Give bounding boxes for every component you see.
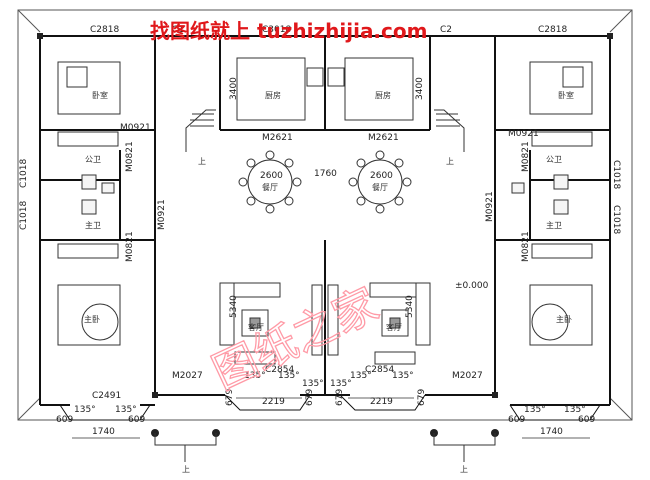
outer-frame	[17, 9, 633, 421]
kitchen-fixtures	[236, 57, 414, 121]
walls	[39, 35, 611, 406]
dim-elevation: ±0.000	[455, 281, 489, 291]
door-labels: M0921 M0921 M0821 M0821 M0921 M0821 M082…	[120, 123, 539, 381]
door-label-left-bed: M0921	[120, 123, 151, 133]
room-kitchen-right: 厨房	[375, 90, 391, 100]
window-label-right-side-2: C1018	[611, 205, 621, 234]
door-label-kitchen-left: M2621	[262, 133, 293, 143]
door-label-right-bed: M0921	[508, 129, 539, 139]
window-label-center-right: C2	[440, 25, 452, 35]
window-label-left-top: C2818	[90, 25, 119, 35]
room-kitchen-left: 厨房	[265, 90, 281, 100]
dimension-lines	[72, 397, 590, 439]
room-living-left: 客厅	[248, 322, 264, 332]
door-label-left-wc-1: M0821	[125, 141, 135, 172]
room-wc-right-bottom: 主卫	[546, 220, 562, 230]
stair-up-right: 上	[446, 157, 454, 166]
window-label-center-left: C1	[172, 25, 184, 35]
window-label-living-right: C2854	[365, 365, 394, 375]
dim-angle-h: 135°	[564, 405, 586, 415]
window-label-right-top: C2818	[538, 25, 567, 35]
door-label-right-wc-2: M0821	[521, 231, 531, 262]
window-label-left-side-2: C1018	[19, 201, 29, 230]
door-label-right-wc-1: M0821	[521, 141, 531, 172]
room-bedroom-right: 卧室	[558, 90, 574, 100]
dim-living-right: 5340	[405, 295, 415, 318]
wardrobes	[57, 131, 593, 259]
stair-up-bottom-right: 上	[460, 465, 468, 474]
dim-angle-d: 135°	[278, 371, 300, 381]
door-label-entry-right: M2027	[452, 371, 483, 381]
dining-tables	[238, 150, 412, 214]
dim-kitchen-left: 3400	[229, 77, 239, 100]
porch-lines	[154, 433, 496, 462]
dim-dining-right: 2600	[370, 171, 393, 181]
room-dining-left: 餐厅	[262, 183, 278, 192]
dim-angle-e: 135°	[350, 371, 372, 381]
dim-living-left: 5340	[229, 295, 239, 318]
stair-up-left: 上	[198, 157, 206, 166]
door-label-kitchen-right: M2621	[368, 133, 399, 143]
dim-kitchen-right: 3400	[415, 77, 425, 100]
dim-dining-gap: 1760	[314, 169, 337, 179]
watermark-top: 找图纸就上 tuzhizhijia.com	[150, 19, 427, 43]
window-label-left-bottom: C2491	[92, 391, 121, 401]
window-label-right-side-1: C1018	[611, 160, 621, 189]
window-label-left-side-1: C1018	[19, 159, 29, 188]
door-label-entry-left: M2027	[172, 371, 203, 381]
room-living-right: 客厅	[386, 322, 402, 332]
room-bedroom-left: 卧室	[92, 90, 108, 100]
dim-angle-b: 135°	[115, 405, 137, 415]
room-master-left: 主卧	[84, 314, 100, 324]
room-labels: 卧室 卧室 厨房 厨房 公卫 主卫 公卫 主卫 餐厅 餐厅 主卧 主卧 客厅 客…	[84, 90, 574, 332]
stair-labels: 上 上 上 上	[182, 157, 468, 474]
room-wc-right-top: 公卫	[546, 155, 562, 164]
dim-bottom-right: 1740	[540, 427, 563, 437]
dim-bay-side-d: 679	[417, 389, 427, 406]
room-dining-right: 餐厅	[372, 183, 388, 192]
window-label-living-left: C2854	[265, 365, 294, 375]
dim-angle-a: 135°	[74, 405, 96, 415]
door-label-right-hall: M0921	[485, 191, 495, 222]
dim-bay-side-a: 679	[225, 389, 235, 406]
dim-angle-j: 135°	[330, 379, 352, 389]
sofas	[219, 282, 431, 365]
dim-angle-g: 135°	[524, 405, 546, 415]
dim-angle-i: 135°	[302, 379, 324, 389]
dim-angle-f: 135°	[392, 371, 414, 381]
room-wc-left-bottom: 主卫	[85, 220, 101, 230]
door-label-left-wc-2: M0821	[125, 231, 135, 262]
beds	[57, 61, 593, 346]
room-master-right: 主卧	[556, 314, 572, 324]
dim-side-d: 609	[578, 415, 595, 425]
door-label-left-hall: M0921	[157, 199, 167, 230]
dim-side-c: 609	[508, 415, 525, 425]
dim-bay-left: 2219	[262, 397, 285, 407]
bay-windows	[59, 394, 601, 421]
dim-bay-side-c: 679	[335, 389, 345, 406]
stairs	[185, 109, 465, 152]
bathroom-fixtures	[81, 174, 569, 215]
dimension-labels: 3400 3400 2600 2600 1760 5340 5340 2219 …	[56, 77, 595, 437]
window-labels: C2818 C2818 C1 C3018 C2 C1018 C1018 C101…	[19, 25, 621, 401]
dim-bottom-left: 1740	[92, 427, 115, 437]
dim-side-a: 609	[56, 415, 73, 425]
dim-angle-c: 135°	[244, 371, 266, 381]
room-wc-left-top: 公卫	[85, 155, 101, 164]
dim-side-b: 609	[128, 415, 145, 425]
dim-bay-right: 2219	[370, 397, 393, 407]
dim-bay-side-b: 679	[305, 389, 315, 406]
window-label-center: C3018	[262, 25, 291, 35]
stair-up-bottom-left: 上	[182, 465, 190, 474]
dim-dining-left: 2600	[260, 171, 283, 181]
